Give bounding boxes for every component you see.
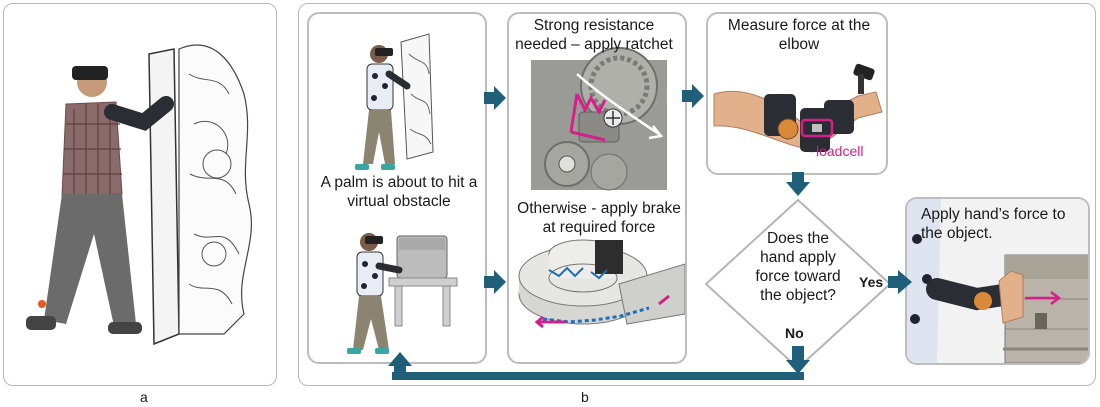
hand-pushing-chest-illustration: [907, 199, 1088, 363]
measure-label: Measure force at the elbow: [727, 17, 871, 53]
step1-label: A palm is about to hit a virtual obstacl…: [320, 174, 478, 210]
panel-a-caption-text: a: [140, 389, 148, 405]
user-scenario-illustrations: [347, 33, 458, 354]
ratchet-label: Strong resistance needed – apply ratchet: [515, 17, 673, 53]
elbow-exoskeleton-illustration: [713, 63, 883, 153]
card-apply-force: Apply hand’s force to the object.: [905, 197, 1090, 365]
ratchet-and-brake-renderings: [518, 47, 685, 329]
card-mechanism: Strong resistance needed – apply ratchet…: [507, 12, 687, 364]
panel-a: [3, 3, 277, 386]
brake-label: Otherwise - apply brake at required forc…: [517, 200, 681, 236]
card-user-scenarios: A palm is about to hit a virtual obstacl…: [307, 12, 487, 364]
card-measure-force: Measure force at the elbow loadcell: [706, 12, 888, 175]
loadcell-label: loadcell: [816, 143, 864, 159]
apply-label: Apply hand’s force to the object.: [921, 206, 1066, 242]
vr-user-pushing-wall-illustration: [26, 44, 253, 346]
yes-label: Yes: [859, 274, 884, 290]
no-label: No: [785, 325, 804, 341]
panel-b-caption: b: [581, 389, 589, 405]
decision-label: Does the hand apply force toward the obj…: [755, 230, 841, 304]
